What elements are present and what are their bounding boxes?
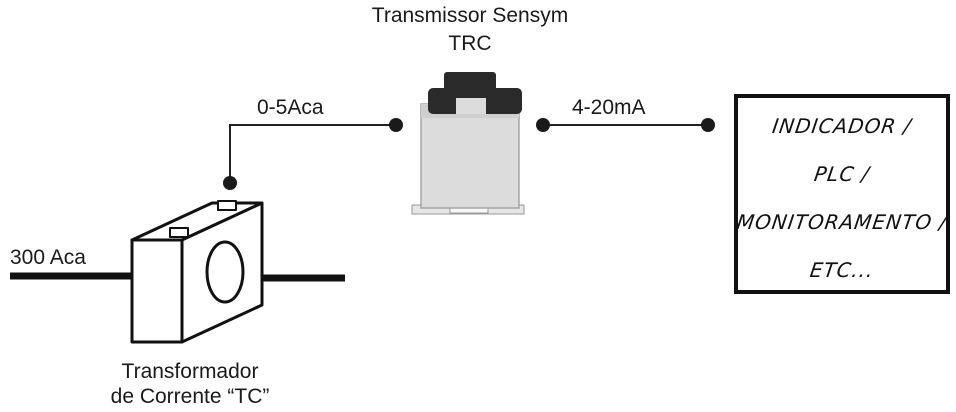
ct-terminal-dot	[223, 176, 237, 190]
output-signal-label: 4-20mA	[572, 96, 646, 119]
transmitter-model: TRC	[448, 32, 492, 55]
ct-caption-line2: de Corrente “TC”	[110, 385, 270, 408]
input-signal-label: 0-5Aca	[257, 96, 324, 119]
transmitter-input-dot	[389, 118, 403, 132]
primary-current-label: 300 Aca	[10, 246, 86, 269]
display-input-dot	[701, 118, 715, 132]
transmitter-title: Transmissor Sensym	[371, 4, 569, 27]
input-wire	[229, 124, 396, 183]
display-line-indicador: INDICADOR /	[770, 114, 914, 138]
indicator-box	[734, 94, 950, 294]
current-transformer	[130, 200, 264, 344]
transmitter-output-dot	[536, 118, 550, 132]
display-line-plc: PLC /	[812, 162, 872, 186]
transmitter-device	[411, 72, 525, 215]
ct-caption-line1: Transformador	[121, 360, 259, 383]
display-line-etc: ETC...	[808, 258, 876, 282]
display-line-monitoramento: MONITORAMENTO /	[735, 210, 949, 234]
